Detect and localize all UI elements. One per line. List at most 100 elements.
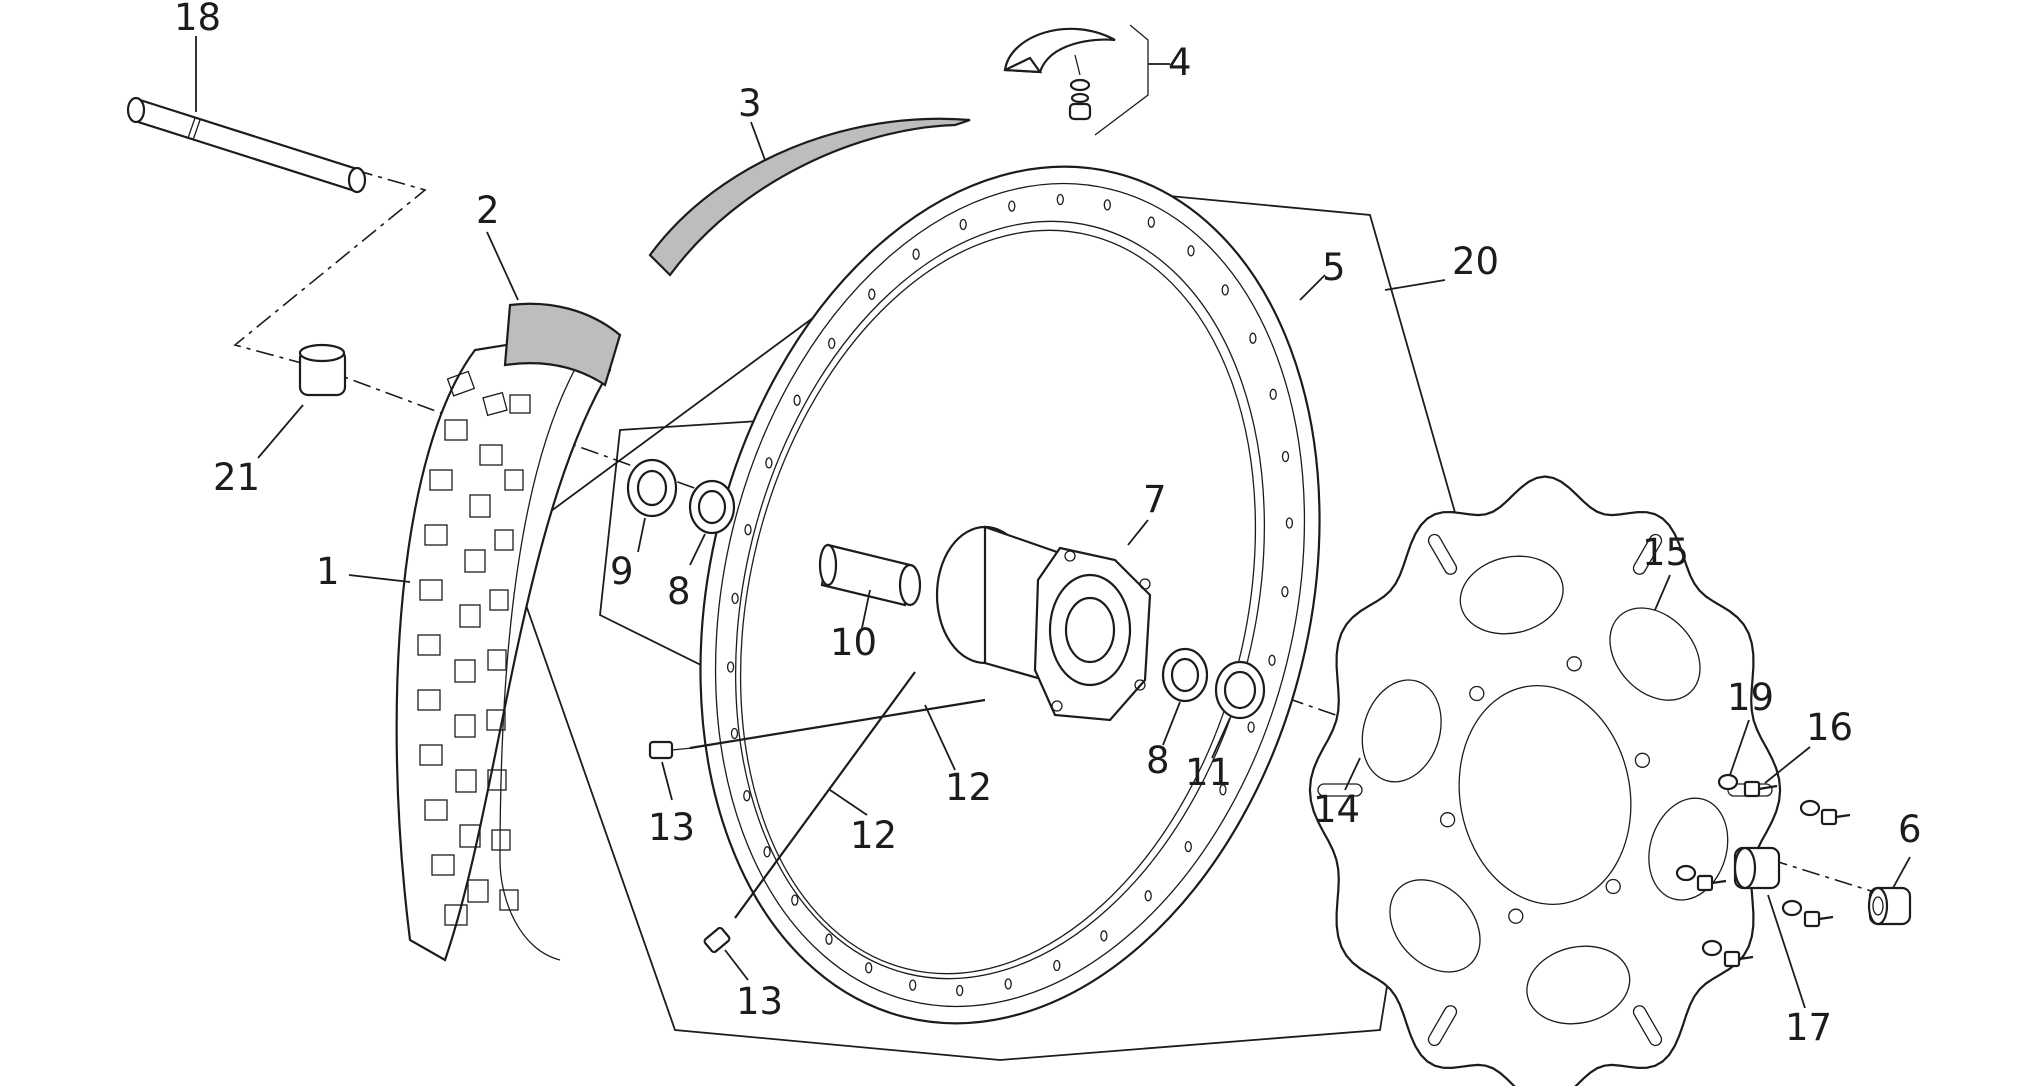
brake-disc-window [1609,607,1701,701]
rim-spoke-hole [1100,930,1108,942]
tyre-tread-blocks [417,370,531,926]
brake-disc-part-15 [1308,475,1782,1086]
callout-5: 5 [1322,246,1346,289]
rim-spoke-hole [1281,585,1289,598]
callout-12-lower: 12 [850,814,897,857]
callout-6: 6 [1898,808,1922,851]
brake-disc-window [1389,879,1481,973]
brake-disc-slot [1632,533,1663,575]
rim-spoke-hole [743,790,751,802]
rim-spoke-hole [1249,332,1257,344]
valve-cap-part-4 [1003,24,1149,136]
rim-spoke-hole [865,962,873,974]
rim-spoke-hole [956,984,964,997]
rim-spoke-hole [765,457,773,469]
nipple-part-13-lower [703,926,731,954]
brake-disc-window [1648,797,1729,901]
brake-disc-slot [1427,1005,1458,1047]
callout-21: 21 [213,456,260,499]
callout-13-upper: 13 [648,806,695,849]
rim-spoke-hole [791,894,799,906]
seal-part-9 [626,458,678,518]
brake-disc-bolt-hole [1469,685,1485,702]
callout-15: 15 [1642,531,1689,574]
wheel-assembly-frame [503,179,1461,1061]
callout-1: 1 [316,550,340,593]
brake-disc-window [1361,679,1442,783]
brake-disc-bolt-hole [1439,812,1456,828]
callout-7: 7 [1143,478,1167,521]
callout-17: 17 [1785,1006,1832,1049]
callout-10: 10 [830,621,877,664]
nipple-part-13-upper [648,740,693,760]
axle-nut-part-6 [1867,886,1912,926]
spacer-tube-part-10 [818,543,922,607]
rim-spoke-hole [744,524,752,536]
spoke-part-12-upper [689,698,986,750]
leader-lines [195,36,1911,1009]
rim-spoke-hole [1281,450,1290,463]
callout-9: 9 [610,550,634,593]
rim-spoke-hole [730,727,739,740]
rim-tape-part-3 [648,117,971,277]
callout-11: 11 [1185,751,1232,794]
callout-4: 4 [1168,41,1192,84]
rim-spoke-hole [828,337,836,350]
rim-spoke-hole [1268,654,1276,666]
callout-12-upper: 12 [945,766,992,809]
rim-spoke-hole [726,661,735,673]
brake-disc-window [1526,945,1631,1025]
brake-disc-bolt-hole [1605,878,1621,895]
rim-spoke-hole [825,933,833,945]
callout-3: 3 [738,82,762,125]
callout-13-lower: 13 [736,980,783,1023]
bolt-part-16 [1743,780,1778,798]
rim-spoke-hole [909,979,917,991]
bearing-part-8-right [1161,647,1209,703]
disc-bolt-set [1675,799,1851,968]
rim-spoke-hole [1056,193,1064,206]
rim-spoke-hole [731,592,739,605]
tyre-part-1 [395,328,612,962]
rim-spoke-hole [1103,199,1111,211]
bearing-part-8-left [688,479,736,535]
rim-spoke-hole [1285,517,1294,529]
rim-spoke-hole [1219,784,1227,796]
brake-disc-slot [1427,533,1458,575]
rim-spoke-hole [959,218,967,231]
brake-disc-bolt-hole [1566,656,1582,672]
rim-spoke-hole [1008,200,1016,212]
brake-disc-bolt-hole [1508,908,1524,924]
rim-spoke-hole [912,248,920,260]
callout-14: 14 [1313,788,1360,831]
spoke-part-12-lower [734,671,916,919]
inner-tube-part-2 [503,302,622,387]
rim-spoke-hole [1187,245,1195,257]
rim-spoke-hole [1221,284,1229,296]
brake-disc-slot [1317,783,1363,797]
rim-spoke-hole [793,394,801,406]
callout-labels: 18 2 3 4 5 20 7 1 21 9 8 10 12 12 13 13 … [174,0,1922,1049]
rim-spoke-hole [868,288,876,300]
seal-part-11 [1214,660,1266,720]
rim-spoke-hole [763,846,771,858]
callout-8-right: 8 [1146,739,1170,782]
rim-spoke-hole [1053,959,1061,972]
spacer-part-17 [1733,846,1781,890]
callout-19: 19 [1727,676,1774,719]
rim-spoke-hole [1269,388,1277,400]
axle-part-18 [126,96,367,194]
rim-spoke-hole [1004,978,1012,990]
rim-spoke-holes [726,193,1294,997]
callout-8-left: 8 [667,570,691,613]
brake-disc-bolt-hole [1634,752,1651,768]
callout-16: 16 [1806,706,1853,749]
rim-spoke-hole [1247,721,1255,733]
washer-part-19 [1717,773,1739,791]
hub-part-7 [935,525,1152,722]
callout-20: 20 [1452,240,1499,283]
rim-spoke-hole [1147,216,1155,228]
callout-18: 18 [174,0,221,39]
callout-2: 2 [476,189,500,232]
